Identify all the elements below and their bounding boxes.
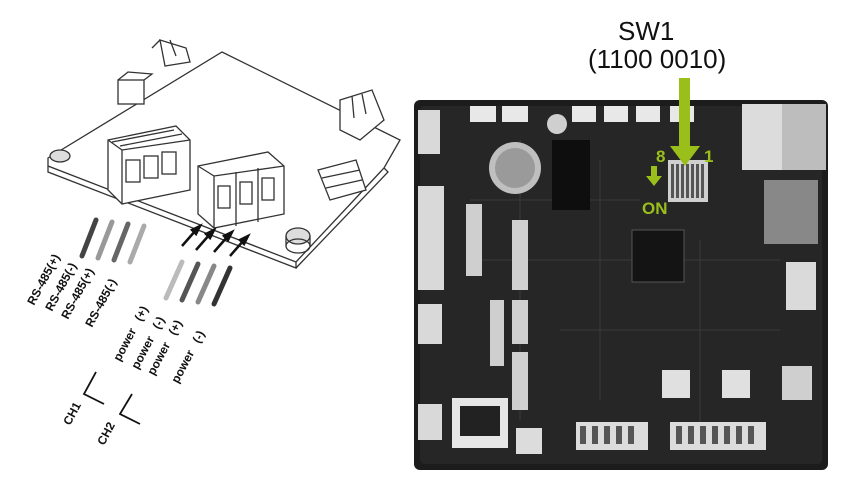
on-direction-arrow	[646, 166, 662, 186]
dip-left-number: 8	[656, 147, 665, 166]
terminal-block-power	[197, 151, 285, 229]
dip-right-number: 1	[704, 147, 713, 166]
pcb-photo	[414, 100, 828, 470]
label-ch2: CH2	[94, 419, 118, 447]
switch-setting: (1100 0010)	[588, 44, 726, 74]
bracket-ch2	[118, 393, 141, 425]
wire-rs485-1-neg	[95, 219, 115, 261]
wire-power-2-pos	[195, 263, 217, 305]
channel-brackets	[82, 371, 141, 425]
wire-rs485-2-neg	[127, 223, 147, 265]
wire-power-2-neg	[211, 265, 233, 307]
wire-power-1-pos	[163, 259, 185, 301]
insertion-arrows	[181, 223, 251, 257]
on-label: ON	[642, 199, 668, 218]
terminal-block-rs485	[107, 125, 191, 205]
wire-power-1-neg	[179, 261, 201, 303]
bracket-ch1	[82, 371, 105, 405]
wire-rs485-1-pos	[79, 217, 99, 259]
switch-name: SW1	[618, 16, 674, 46]
wire-rs485-2-pos	[111, 221, 131, 263]
label-ch1: CH1	[60, 399, 84, 427]
board-line-drawing	[47, 39, 401, 269]
switch-pointer-arrow	[670, 78, 700, 166]
wires	[79, 217, 233, 307]
dip-switch-sw1	[668, 160, 708, 202]
